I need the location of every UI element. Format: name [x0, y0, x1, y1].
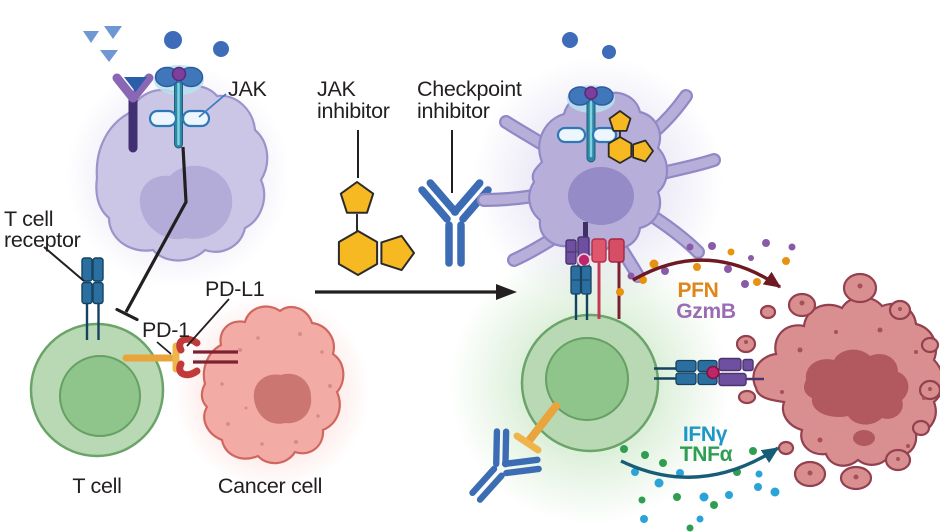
- pd1-receptor: [122, 342, 180, 373]
- cytotoxic-kill-arrow: [632, 258, 782, 289]
- cytokine-circles-left: [164, 31, 229, 57]
- antigen-peptide: [577, 253, 591, 267]
- receptor-ligand-dot: [171, 66, 187, 82]
- jak-inhibitor-label-line1: JAK: [317, 77, 356, 101]
- immune-synapse-vertical: [565, 222, 625, 320]
- cytokine-circles-right: [562, 32, 616, 59]
- bound-antigen-triangle: [124, 77, 147, 92]
- costim-receptor: [608, 238, 625, 263]
- pfn-label: PFN: [677, 279, 718, 302]
- t-cell-receptor-complex: [81, 257, 104, 340]
- antigen-receptor: [112, 73, 154, 153]
- cancer-cell: [200, 305, 345, 465]
- antigen-peptide: [706, 365, 720, 380]
- activated-t-cell-nucleus: [545, 337, 629, 421]
- jak-protein-right: [181, 109, 211, 128]
- perforin-dots: [616, 248, 790, 296]
- immune-synapse-horizontal: [654, 357, 764, 387]
- pd1-label-line: [156, 341, 172, 355]
- gzmb-label: GzmB: [676, 300, 736, 323]
- apoptotic-speckles: [744, 283, 932, 480]
- cancer-cell-label: Cancer cell: [218, 474, 322, 498]
- jak-label-line: [198, 93, 227, 118]
- granzyme-dots: [627, 239, 796, 288]
- apoptotic-nucleus-fragments: [804, 349, 909, 446]
- jak-label: JAK: [228, 77, 267, 101]
- tcr-label-line1: T cell: [4, 207, 53, 231]
- cancer-cell-speckles: [220, 332, 332, 446]
- ifng-label: IFNγ: [683, 423, 728, 446]
- dendritic-cell-nucleus: [568, 167, 634, 225]
- tnfa-label: TNFα: [680, 443, 733, 466]
- transition-arrow: [315, 284, 517, 300]
- pdl1-label: PD-L1: [205, 277, 264, 301]
- pd1-label: PD-1: [142, 318, 190, 342]
- tnf-dots: [620, 445, 757, 532]
- checkpoint-inhibitor-label-line1: Checkpoint: [417, 77, 522, 101]
- cytokine-kill-arrow: [620, 446, 780, 479]
- jak-inhibitor-label-line2: inhibitor: [317, 99, 390, 123]
- pdl1-label-line: [186, 298, 230, 347]
- bound-jak-inhibitor-molecule: [607, 110, 654, 164]
- cytokine-receptor-right: [556, 85, 618, 163]
- costim-receptor: [591, 238, 607, 263]
- jak-inhibitor-molecule: [337, 181, 415, 276]
- cytokine-receptor-left: [148, 65, 211, 149]
- pdl1-ligand: [176, 335, 238, 379]
- t-cell-left: [29, 322, 165, 458]
- checkpoint-inhibitor-label-line2: inhibitor: [417, 99, 490, 123]
- cancer-cell-nucleus: [253, 373, 312, 424]
- inhibition-signal-line: [115, 146, 188, 322]
- t-cell-nucleus: [59, 355, 141, 437]
- t-cell-label: T cell: [72, 474, 121, 498]
- antigen-triangles: [83, 26, 122, 62]
- jak-protein-left: [148, 109, 178, 128]
- ifn-dots: [631, 468, 780, 523]
- blocked-pd1: [513, 402, 560, 454]
- activated-t-cell: [520, 313, 660, 453]
- tcr-label-line2: receptor: [4, 228, 81, 252]
- tcr-label-line: [43, 246, 85, 282]
